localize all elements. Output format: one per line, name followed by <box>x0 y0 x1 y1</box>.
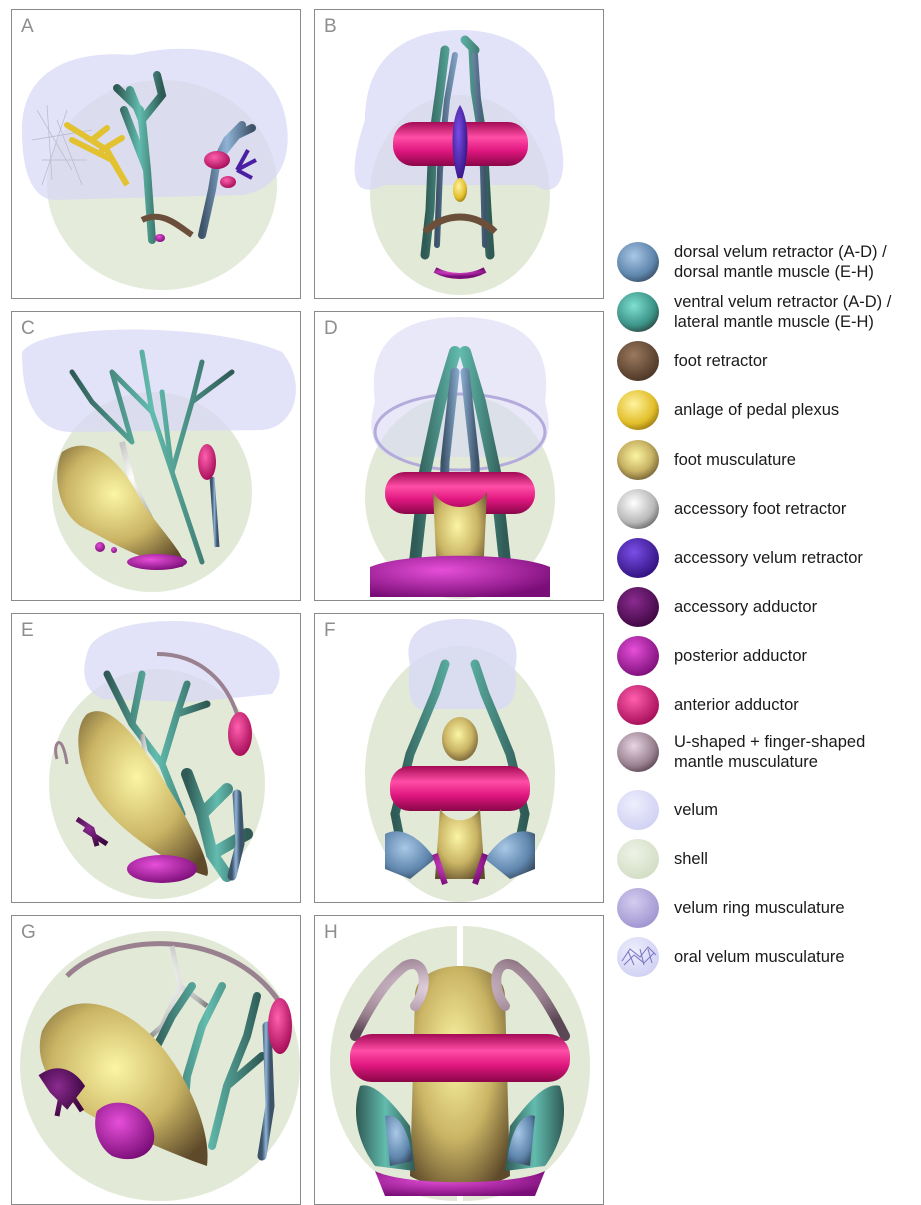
panel-label: B <box>324 16 337 38</box>
velum <box>22 330 296 433</box>
anterior-adductor <box>220 176 236 188</box>
anlage-of-pedal-plexus <box>453 178 467 202</box>
legend-swatch <box>614 585 662 629</box>
legend-label: oral velum musculature <box>674 947 845 967</box>
legend-swatch <box>614 683 662 727</box>
anterior-adductor <box>228 712 252 756</box>
panel-e-diagram <box>12 614 301 903</box>
legend-swatch <box>614 886 662 930</box>
legend-item: U-shaped + finger-shaped mantle musculat… <box>614 730 921 776</box>
anterior-adductor <box>390 766 530 811</box>
legend-item: ventral velum retractor (A-D) / lateral … <box>614 290 921 336</box>
panel-b-diagram <box>315 10 604 299</box>
legend-label: accessory velum retractor <box>674 548 863 568</box>
legend-swatch <box>614 837 662 881</box>
velum <box>371 317 548 458</box>
panel-label: H <box>324 922 338 944</box>
panel-label: A <box>21 16 34 38</box>
legend-swatch <box>614 730 662 774</box>
anterior-adductor <box>198 444 216 480</box>
legend-swatch <box>614 487 662 531</box>
posterior-adductor <box>370 556 550 597</box>
anterior-adductor <box>268 998 292 1054</box>
panel-e: E <box>11 613 301 903</box>
legend-label: posterior adductor <box>674 646 807 666</box>
legend-label: foot musculature <box>674 450 796 470</box>
panel-label: E <box>21 620 34 642</box>
legend-label: velum <box>674 800 718 820</box>
posterior-adductor <box>127 554 187 570</box>
legend-item: velum <box>614 788 921 834</box>
legend-item: foot retractor <box>614 339 921 385</box>
panel-label: D <box>324 318 338 340</box>
legend-swatch <box>614 339 662 383</box>
panel-d: D <box>314 311 604 601</box>
legend-swatch <box>614 290 662 334</box>
legend-swatch <box>614 634 662 678</box>
posterior-adductor <box>155 234 165 242</box>
panel-g-diagram <box>12 916 301 1205</box>
accessory-adductor <box>111 547 117 553</box>
legend-label: velum ring musculature <box>674 898 845 918</box>
panel-f: F <box>314 613 604 903</box>
panel-a: A <box>11 9 301 299</box>
legend-item: shell <box>614 837 921 883</box>
panel-g: G <box>11 915 301 1205</box>
legend-swatch <box>614 438 662 482</box>
panel-a-diagram <box>12 10 301 299</box>
legend-item: accessory foot retractor <box>614 487 921 533</box>
panel-h-diagram <box>315 916 604 1205</box>
legend-label: anterior adductor <box>674 695 799 715</box>
legend-swatch <box>614 240 662 284</box>
legend-item: accessory adductor <box>614 585 921 631</box>
panel-f-diagram <box>315 614 604 903</box>
legend-label: anlage of pedal plexus <box>674 400 839 420</box>
accessory-adductor <box>95 542 105 552</box>
anterior-adductor <box>350 1034 570 1082</box>
foot-musculature <box>442 717 478 761</box>
legend-label: accessory adductor <box>674 597 817 617</box>
legend-label: accessory foot retractor <box>674 499 846 519</box>
legend-swatch <box>614 935 662 979</box>
panel-c-diagram <box>12 312 301 601</box>
legend-item: posterior adductor <box>614 634 921 680</box>
panel-label: G <box>21 922 36 944</box>
panel-label: F <box>324 620 336 642</box>
legend-label: ventral velum retractor (A-D) / lateral … <box>674 292 891 332</box>
posterior-adductor <box>127 855 197 883</box>
panel-c: C <box>11 311 301 601</box>
panel-h: H <box>314 915 604 1205</box>
legend-swatch <box>614 536 662 580</box>
legend-item: foot musculature <box>614 438 921 484</box>
legend-label: foot retractor <box>674 351 768 371</box>
panel-label: C <box>21 318 35 340</box>
velum <box>408 619 516 710</box>
legend-swatch <box>614 388 662 432</box>
panel-b: B <box>314 9 604 299</box>
legend-item: dorsal velum retractor (A-D) / dorsal ma… <box>614 240 921 286</box>
legend-label: dorsal velum retractor (A-D) / dorsal ma… <box>674 242 887 282</box>
legend-item: oral velum musculature <box>614 935 921 981</box>
legend-swatch <box>614 788 662 832</box>
legend-item: velum ring musculature <box>614 886 921 932</box>
anterior-adductor <box>204 151 230 169</box>
legend-item: anlage of pedal plexus <box>614 388 921 434</box>
legend-item: anterior adductor <box>614 683 921 729</box>
legend-label: shell <box>674 849 708 869</box>
legend-label: U-shaped + finger-shaped mantle musculat… <box>674 732 865 772</box>
legend-item: accessory velum retractor <box>614 536 921 582</box>
panel-d-diagram <box>315 312 604 601</box>
